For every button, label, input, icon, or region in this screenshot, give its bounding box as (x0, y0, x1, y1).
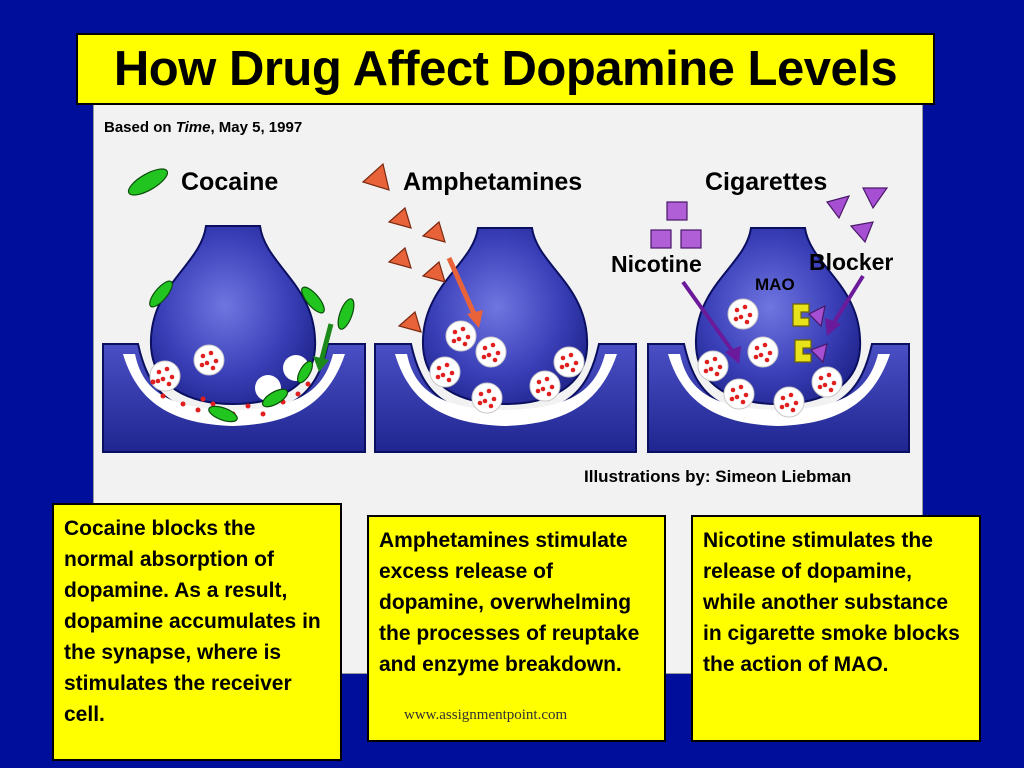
cocaine-arrow (318, 323, 334, 363)
source-citation: Based on Time, May 5, 1997 (104, 119, 302, 136)
nicotine-label: Nicotine (611, 251, 702, 277)
source-prefix: Based on (104, 119, 176, 136)
cocaine-synapse (102, 168, 366, 453)
amphetamines-label: Amphetamines (403, 168, 582, 196)
cocaine-caption: Cocaine blocks the normal absorption of … (52, 503, 342, 761)
nicotine-caption: Nicotine stimulates the release of dopam… (691, 515, 981, 742)
nicotine-arrow (681, 280, 735, 354)
source-date: , May 5, 1997 (210, 119, 303, 136)
cocaine-synaptic-cleft (123, 354, 345, 426)
cigarette-synaptic-cleft (668, 354, 890, 426)
amphetamine-molecules (361, 162, 446, 333)
amphetamine-presynaptic-terminal (421, 227, 589, 406)
mao-label: MAO (755, 275, 795, 294)
blocker-arrow (831, 274, 865, 326)
source-publication: Time (175, 119, 211, 136)
dopamine-diagram: Cocaine Amphetamines (102, 162, 910, 453)
watermark: www.assignmentpoint.com (404, 707, 568, 723)
mao-enzymes (792, 303, 812, 363)
blocker-label: Blocker (809, 249, 893, 275)
amphetamine-synapse (361, 162, 637, 453)
cocaine-molecules (127, 168, 355, 423)
nicotine-molecules (650, 201, 702, 249)
cocaine-label: Cocaine (181, 168, 278, 196)
amphetamine-synaptic-cleft (395, 354, 617, 426)
page-title: How Drug Affect Dopamine Levels (113, 42, 898, 96)
title-box: How Drug Affect Dopamine Levels (76, 33, 935, 105)
cigarette-synapse (647, 187, 910, 453)
blocker-molecules (807, 187, 889, 364)
illustration-credit: Illustrations by: Simeon Liebman (584, 467, 852, 486)
amphetamine-arrow (446, 256, 478, 318)
amphetamines-caption: Amphetamines stimulate excess release of… (367, 515, 666, 742)
cigarettes-label: Cigarettes (705, 168, 827, 196)
